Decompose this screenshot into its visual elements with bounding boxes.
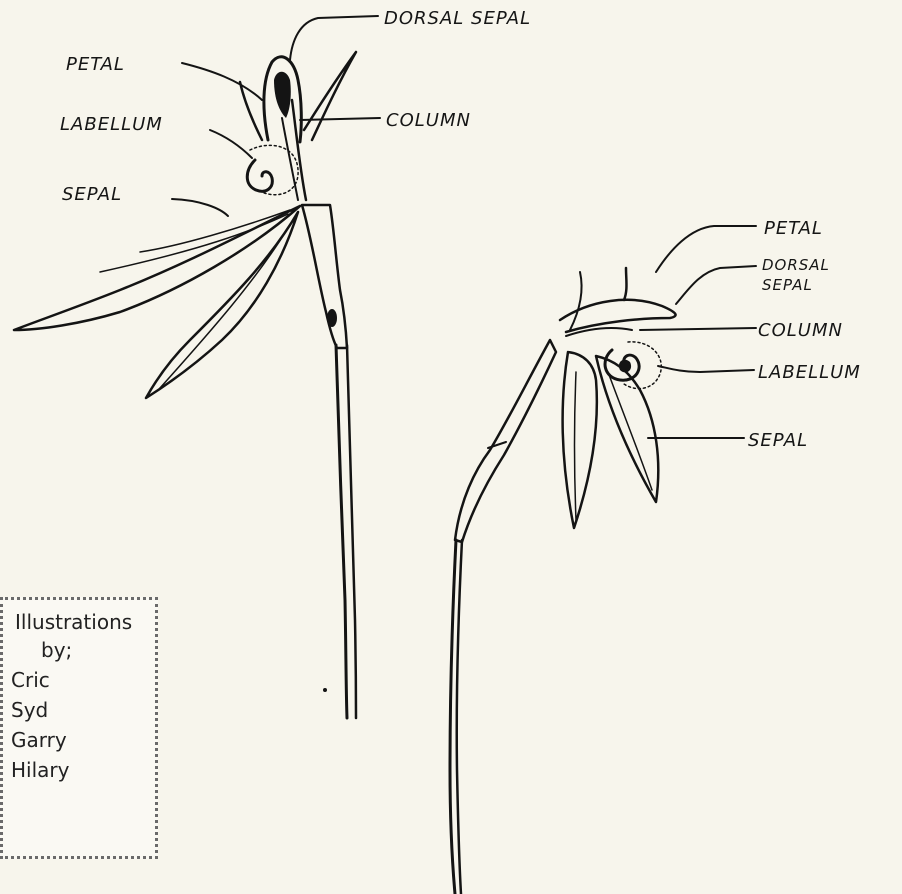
left-stem-edge xyxy=(347,345,356,718)
right-sepal-2-vein xyxy=(608,372,652,490)
credit-name: Hilary xyxy=(3,752,155,782)
right-ovary xyxy=(455,340,556,542)
label-sepal-left: SEPAL xyxy=(62,184,122,205)
leader-labellum xyxy=(210,130,252,158)
left-sepal-ray-2 xyxy=(100,214,288,272)
credits-box: Illustrations by; Cric Syd Garry Hilary xyxy=(0,597,158,859)
left-petal-b xyxy=(304,52,356,140)
left-labellum xyxy=(247,160,272,191)
credit-name: Cric xyxy=(3,662,155,692)
right-sepal-1 xyxy=(563,352,597,528)
right-petal-2 xyxy=(570,272,582,330)
credit-name: Garry xyxy=(3,722,155,752)
label-dorsal-right-line1: DORSAL xyxy=(762,256,830,274)
right-stem xyxy=(450,540,456,894)
label-column-right: COLUMN xyxy=(758,320,843,341)
right-sepal-1-vein xyxy=(575,372,577,520)
right-dorsal-sepal xyxy=(560,300,676,332)
right-labels: PETAL DORSAL SEPAL COLUMN LABELLUM SEPAL xyxy=(748,218,861,451)
label-dorsal-right-line2: SEPAL xyxy=(762,276,813,294)
leader-right-column xyxy=(640,328,756,330)
ink-dot xyxy=(323,688,327,692)
right-stem-edge xyxy=(457,540,462,894)
left-leader-lines xyxy=(172,16,380,216)
credits-by: by; xyxy=(3,634,155,662)
right-orchid xyxy=(450,268,676,894)
label-labellum-left: LABELLUM xyxy=(60,114,163,135)
credits-heading: Illustrations xyxy=(3,600,155,634)
label-dorsal-sepal-left: DORSAL SEPAL xyxy=(384,8,531,29)
leader-right-labellum xyxy=(658,366,754,372)
leader-dorsal-sepal xyxy=(290,16,378,60)
right-ovary-joint xyxy=(488,442,506,448)
label-sepal-right: SEPAL xyxy=(748,430,808,451)
label-column-left: COLUMN xyxy=(386,110,471,131)
right-leader-lines xyxy=(640,226,756,438)
left-stem xyxy=(336,345,347,718)
leader-right-petal xyxy=(656,226,756,272)
label-petal-right: PETAL xyxy=(764,218,823,239)
label-labellum-right: LABELLUM xyxy=(758,362,861,383)
leader-sepal xyxy=(172,199,228,216)
left-ovary-knot xyxy=(327,309,337,327)
leader-petal xyxy=(182,63,262,100)
left-dorsal-sepal-shade xyxy=(274,72,291,118)
left-ovary xyxy=(302,205,347,348)
label-petal-left: PETAL xyxy=(66,54,125,75)
leader-right-dorsal-sepal xyxy=(676,266,756,304)
right-petal xyxy=(624,268,627,300)
left-labellum-texture xyxy=(250,145,298,194)
credit-name: Syd xyxy=(3,692,155,722)
